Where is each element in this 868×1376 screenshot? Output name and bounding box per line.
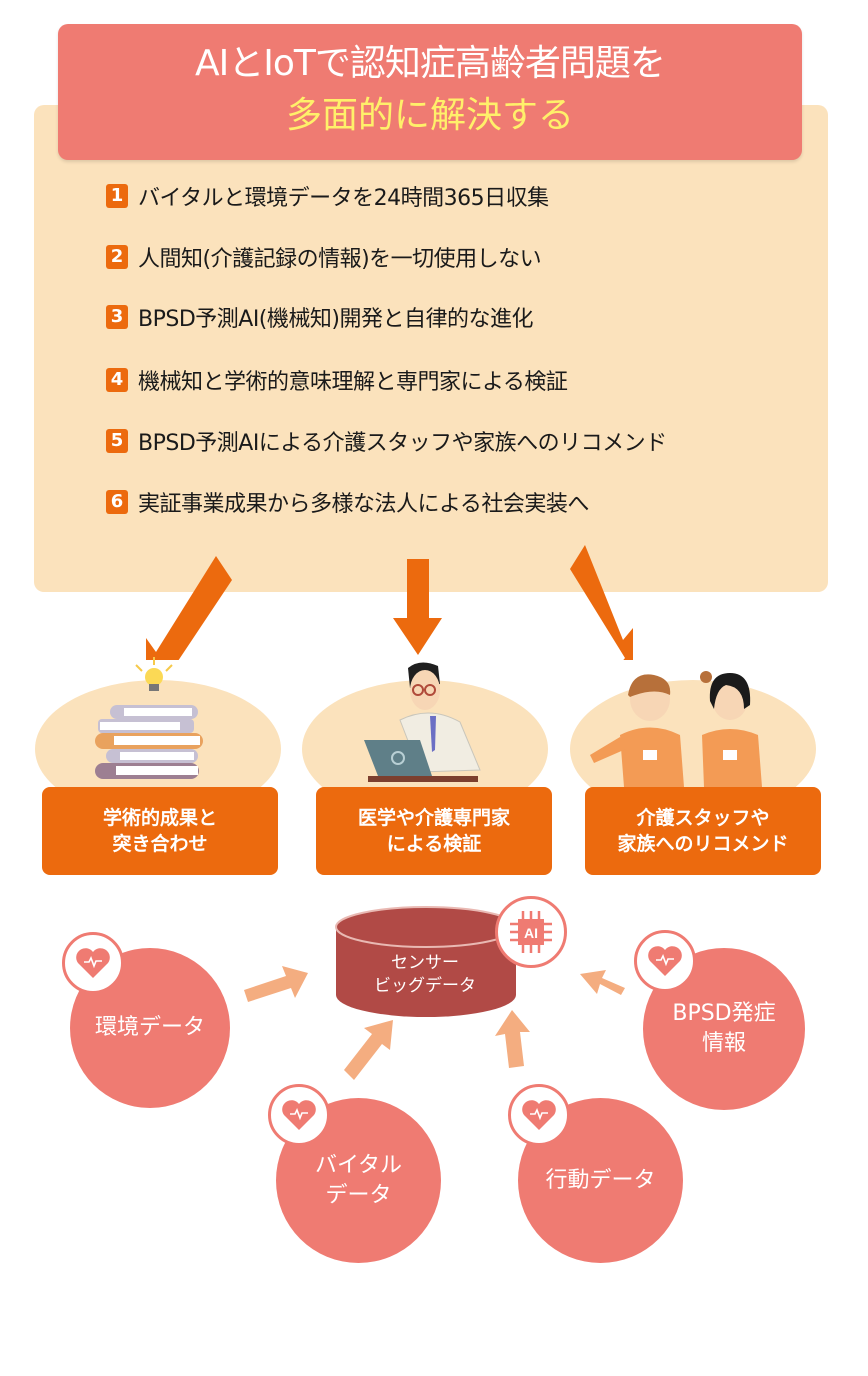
point-number-badge: 4 [106,368,128,392]
heart-pulse-icon [648,946,682,976]
point-text: 人間知(介護記録の情報)を一切使用しない [138,247,542,272]
point-item: 6 実証事業成果から多様な法人による社会実装へ [106,484,589,520]
point-number-badge: 1 [106,184,128,208]
point-text: BPSD予測AIによる介護スタッフや家族へのリコメンド [138,431,667,456]
arrow-down-left-icon [146,556,232,660]
heart-pulse-icon [522,1100,556,1130]
arrow-up-right-icon [344,1020,393,1080]
source-bpsd-info: BPSD発症 情報 [643,948,805,1110]
heart-pulse-icon [282,1100,316,1130]
arrow-down-icon [393,559,442,655]
database-label-line-2: ビッグデータ [374,976,476,996]
result-academic: 学術的成果と 突き合わせ [42,787,278,875]
result-expert-verification: 医学や介護専門家 による検証 [316,787,552,875]
point-item: 3 BPSD予測AI(機械知)開発と自律的な進化 [106,299,533,335]
arrow-up-icon [495,1010,530,1068]
summary-panel [34,105,828,592]
database-label-line-1: センサー [391,953,459,973]
source-label-line-1: BPSD発症 [672,1001,776,1026]
point-item: 5 BPSD予測AIによる介護スタッフや家族へのリコメンド [106,423,667,459]
title-line-2: 多面的に解決する [285,95,574,136]
arrow-up-left-icon [580,970,625,995]
point-item: 2 人間知(介護記録の情報)を一切使用しない [106,239,542,275]
distribution-arrows [146,545,633,660]
result-label-line-2: 家族へのリコメンド [617,833,789,855]
source-label-line-1: バイタル [314,1152,403,1178]
database-label: センサー ビッグデータ [340,952,510,998]
result-label-line-2: による検証 [386,833,482,855]
source-behavior-data: 行動データ [518,1098,683,1263]
books-lightbulb-icon [95,657,203,779]
result-label-line-2: 突き合わせ [112,833,208,855]
heart-badge [268,1084,330,1146]
database-icon [335,906,517,1017]
ai-badge: AI [495,896,567,968]
heart-badge [62,932,124,994]
source-label-line-1: 行動データ [545,1167,656,1193]
input-arrows [244,966,625,1080]
result-label-line-1: 医学や介護専門家 [357,807,510,829]
result-label-line-1: 介護スタッフや [636,807,770,829]
source-label-line-2: データ [325,1182,392,1208]
source-label-line-2: 情報 [701,1031,746,1056]
title-line-1: AIとIoTで認知症高齢者問題を [195,43,666,84]
heart-pulse-icon [76,948,110,978]
title-banner: AIとIoTで認知症高齢者問題を 多面的に解決する [58,24,802,160]
arrow-down-right-icon [570,545,633,660]
point-text: BPSD予測AI(機械知)開発と自律的な進化 [138,307,533,332]
point-text: 実証事業成果から多様な法人による社会実装へ [138,492,589,517]
point-number-badge: 6 [106,490,128,514]
point-item: 4 機械知と学術的意味理解と専門家による検証 [106,362,568,398]
heart-badge [634,930,696,992]
arrow-right-icon [244,966,308,1002]
source-label-line-1: 環境データ [94,1015,205,1040]
result-label-line-1: 学術的成果と [102,807,217,829]
doctor-laptop-icon [364,662,481,782]
heart-badge [508,1084,570,1146]
point-text: バイタルと環境データを24時間365日収集 [138,186,549,211]
ai-chip-icon: AI [510,911,552,953]
care-staff-icon [590,671,762,787]
point-number-badge: 3 [106,305,128,329]
point-text: 機械知と学術的意味理解と専門家による検証 [138,370,568,395]
ai-badge-label: AI [524,925,538,941]
result-recommend: 介護スタッフや 家族へのリコメンド [585,787,821,875]
point-number-badge: 2 [106,245,128,269]
point-item: 1 バイタルと環境データを24時間365日収集 [106,178,549,214]
point-number-badge: 5 [106,429,128,453]
